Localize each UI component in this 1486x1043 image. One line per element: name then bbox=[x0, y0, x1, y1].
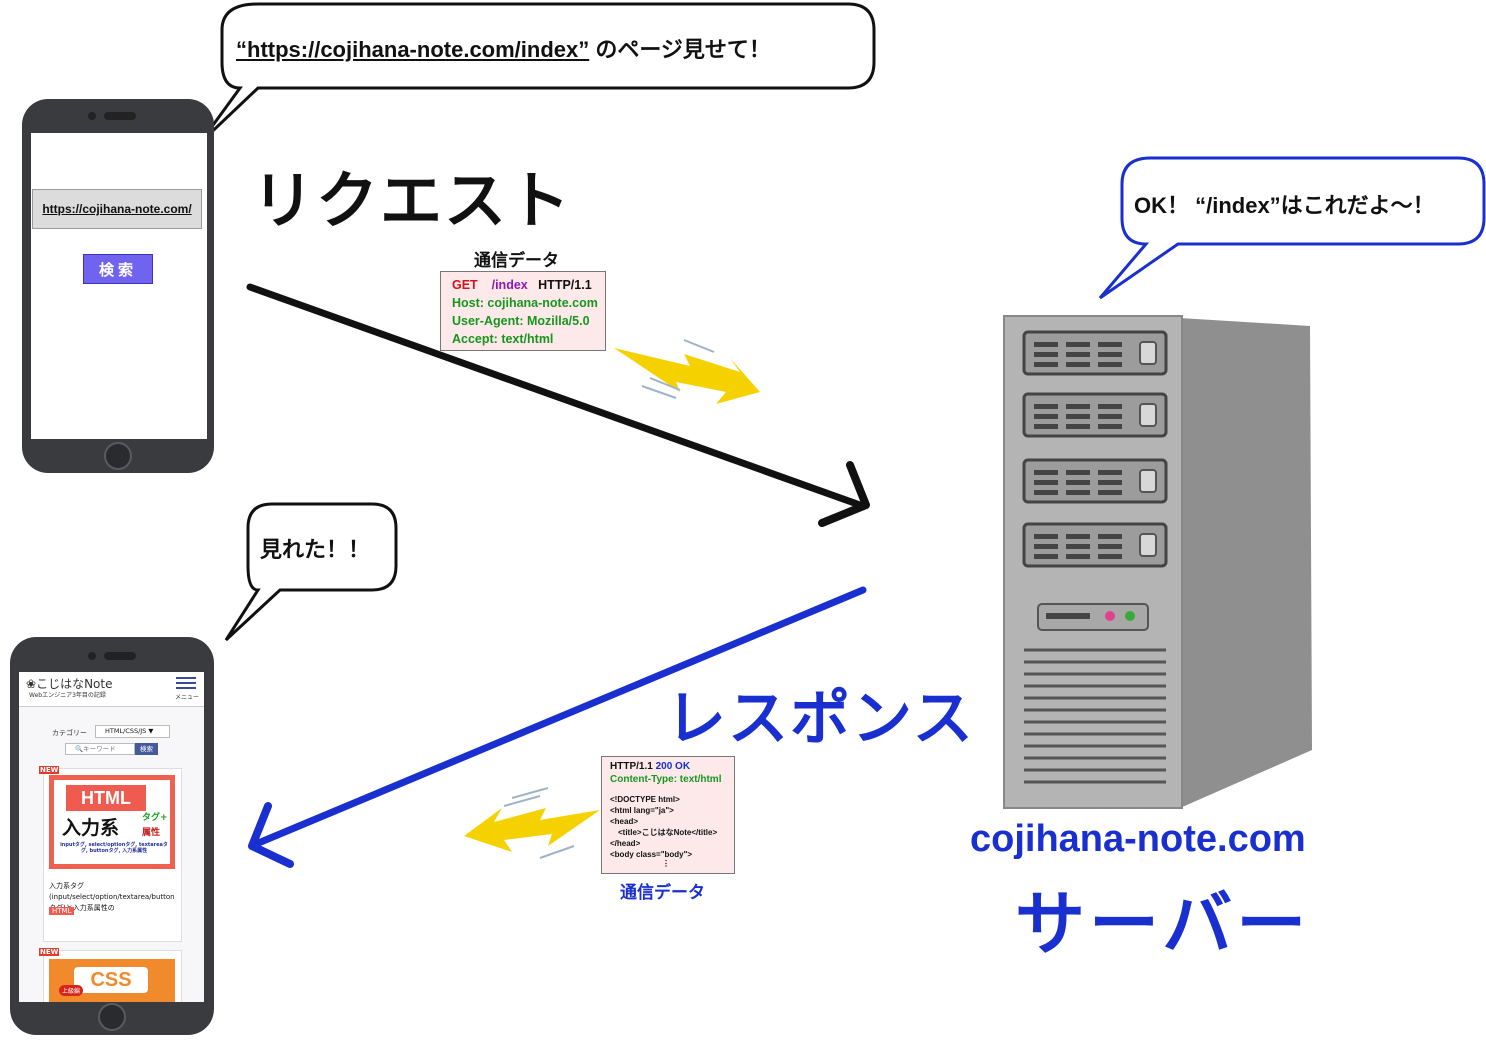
res-line-body: <body class="body"> bbox=[610, 850, 693, 859]
thumb-attr-text: 属性 bbox=[142, 828, 161, 838]
phone-search-button[interactable]: 検索 bbox=[83, 254, 153, 284]
response-arrow bbox=[248, 586, 867, 868]
request-bubble-text: “https://cojihana-note.com/index” のページ見せ… bbox=[236, 32, 771, 64]
request-packet-label: 通信データ bbox=[474, 251, 559, 271]
response-packet-label: 通信データ bbox=[620, 883, 705, 903]
keyword-search-button[interactable]: 検索 bbox=[135, 743, 158, 755]
request-title: リクエスト bbox=[252, 164, 573, 237]
phone-webpage: ❀こじはなNote Webエンジニア3年目の記録 メニュー カテゴリー HTML… bbox=[19, 672, 204, 1002]
article-tag[interactable]: HTML bbox=[49, 907, 75, 915]
category-label: カテゴリー bbox=[52, 729, 87, 737]
server-title: サーバー bbox=[1015, 883, 1311, 965]
article-card[interactable]: CSS 上級編 bbox=[43, 950, 182, 1002]
thumb-css-word: CSS bbox=[74, 967, 148, 993]
chevron-down-icon: ▼ bbox=[148, 727, 154, 735]
thumb-sub-text: inputタグ, select/optionタグ, textareaタグ, bu… bbox=[60, 842, 168, 854]
response-packet: HTTP/1.1 200 OK Content-Type: text/html … bbox=[601, 756, 735, 874]
new-badge: NEW bbox=[39, 766, 60, 774]
request-speech-bubble bbox=[198, 2, 876, 145]
article-thumbnail: CSS 上級編 bbox=[49, 959, 175, 1002]
packet-accept: Accept: text/html bbox=[452, 332, 554, 346]
site-name: こじはなNote bbox=[36, 677, 113, 691]
request-packet: GET /index HTTP/1.1 Host: cojihana-note.… bbox=[440, 271, 606, 351]
response-title: レスポンス bbox=[666, 684, 975, 754]
response-speech-bubble bbox=[224, 502, 398, 642]
res-line-html: <html lang="ja"> bbox=[610, 806, 674, 815]
webpage-header: ❀こじはなNote Webエンジニア3年目の記録 メニュー bbox=[19, 672, 204, 707]
packet-host: Host: cojihana-note.com bbox=[452, 296, 598, 310]
request-motion-bolt-icon bbox=[614, 339, 760, 404]
menu-label: メニュー bbox=[175, 694, 200, 701]
server-illustration bbox=[1003, 315, 1312, 809]
packet-method: GET bbox=[452, 278, 478, 292]
server-host: cojihana-note.com bbox=[970, 818, 1306, 860]
thumb-html-word: HTML bbox=[66, 785, 146, 811]
client-phone-request bbox=[22, 99, 214, 473]
packet-path: /index bbox=[491, 278, 528, 292]
request-bubble-url: “https://cojihana-note.com/index” bbox=[236, 37, 590, 62]
res-line-head-close: </head> bbox=[610, 839, 641, 848]
res-ellipsis: ⋮ bbox=[662, 859, 670, 868]
search-icon: 🔍 bbox=[75, 745, 84, 753]
site-subtitle: Webエンジニア3年目の記録 bbox=[29, 692, 106, 699]
phone-url-input[interactable]: https://cojihana-note.com/ bbox=[32, 189, 202, 229]
site-logo[interactable]: ❀こじはなNote bbox=[26, 677, 113, 691]
thumb-level-badge: 上級編 bbox=[59, 985, 84, 996]
server-speech-bubble bbox=[1098, 156, 1486, 300]
article-card[interactable]: HTML 入力系 タグ+ 属性 inputタグ, select/optionタグ… bbox=[43, 768, 182, 942]
res-content-type: Content-Type: text/html bbox=[610, 774, 722, 785]
packet-version: HTTP/1.1 bbox=[538, 278, 592, 292]
res-version: HTTP/1.1 bbox=[610, 761, 653, 772]
request-bubble-rest: のページ見せて！ bbox=[589, 37, 771, 62]
thumb-tag-text: タグ+ bbox=[142, 813, 168, 823]
keyword-input[interactable]: 🔍キーワード bbox=[65, 743, 135, 755]
new-badge: NEW bbox=[39, 948, 60, 956]
category-select[interactable]: HTML/CSS/JS ▼ bbox=[95, 725, 170, 738]
packet-user-agent: User-Agent: Mozilla/5.0 bbox=[452, 314, 590, 328]
res-line-title: <title>こじはなNote</title> bbox=[618, 828, 718, 837]
request-arrow bbox=[246, 283, 870, 527]
server-bubble-text: OK！ “/index”はこれだよ〜！ bbox=[1134, 193, 1435, 218]
article-thumbnail: HTML 入力系 タグ+ 属性 inputタグ, select/optionタグ… bbox=[49, 775, 175, 869]
keyword-placeholder: キーワード bbox=[83, 745, 116, 753]
res-line-head: <head> bbox=[610, 817, 639, 826]
category-value: HTML/CSS/JS bbox=[105, 727, 147, 735]
response-motion-bolt-icon bbox=[464, 787, 600, 859]
thumb-main-text: 入力系 bbox=[62, 817, 120, 839]
response-bubble-text: 見れた！！ bbox=[260, 537, 371, 562]
res-line-doctype: <!DOCTYPE html> bbox=[610, 795, 680, 804]
res-status: 200 OK bbox=[655, 761, 691, 772]
article-title[interactable]: 入力系タグ(input/select/option/textarea/butto… bbox=[49, 882, 175, 912]
